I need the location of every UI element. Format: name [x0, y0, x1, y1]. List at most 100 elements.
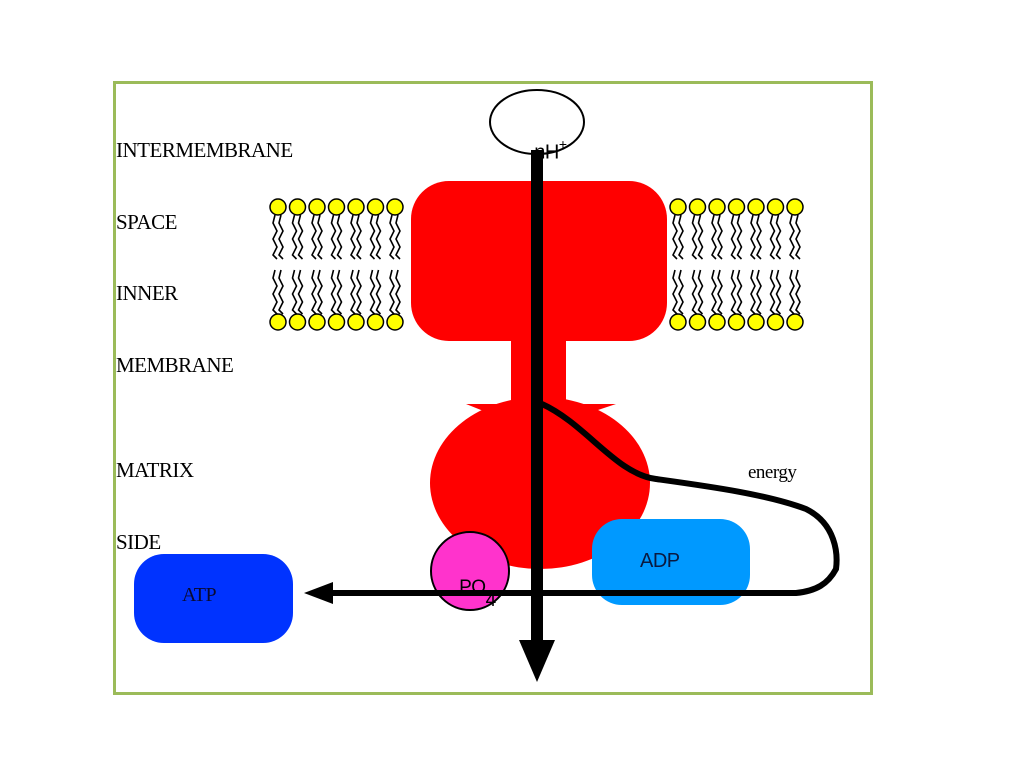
lipid-tail	[350, 269, 356, 315]
lipid-tail	[691, 269, 698, 315]
lipid-head	[288, 313, 307, 331]
label-matrix-line-2: SIDE	[116, 530, 161, 554]
lipid-tail	[795, 214, 801, 260]
phosphate-subscript: 4	[485, 590, 497, 611]
lipid-tail	[789, 269, 795, 315]
lipid-tail	[678, 269, 684, 315]
lipid-head	[747, 313, 765, 331]
arrow-head-to-atp	[304, 582, 333, 604]
lipid-head	[669, 198, 687, 216]
lipid-head	[669, 313, 687, 331]
lipid-bilayer-right	[669, 198, 804, 331]
energy-label: energy	[748, 462, 797, 483]
lipid-head	[308, 313, 326, 331]
label-matrix-line-1: MATRIX	[116, 458, 194, 482]
lipid-head	[688, 313, 707, 331]
label-intermembrane-space: INTERMEMBRANE SPACE	[116, 90, 293, 282]
lipid-head	[327, 198, 346, 216]
lipid-tail	[291, 214, 298, 260]
phosphate-base: PO	[459, 577, 486, 598]
lipid-tail	[278, 269, 284, 315]
label-inner-line-2: MEMBRANE	[116, 353, 234, 377]
lipid-head	[366, 198, 385, 216]
lipid-tail	[375, 214, 382, 260]
lipid-head	[766, 198, 785, 216]
lipid-tail	[750, 214, 756, 260]
lipid-tail	[395, 269, 401, 315]
lipid-tail	[756, 269, 762, 315]
lipid-tail	[711, 214, 717, 260]
lipid-head	[347, 313, 365, 331]
proton-channel-arrow-head	[519, 640, 555, 682]
lipid-head	[386, 198, 404, 216]
atp-molecule	[134, 554, 293, 643]
label-inner-membrane: INNER MEMBRANE	[116, 233, 234, 425]
lipid-tail	[730, 214, 737, 260]
lipid-tail	[336, 214, 343, 260]
adp-label: ADP	[640, 550, 680, 572]
lipid-tail	[297, 214, 304, 260]
lipid-tail	[356, 269, 362, 315]
proton-base: nH	[534, 141, 559, 164]
lipid-head	[727, 198, 746, 216]
lipid-tail	[369, 269, 376, 315]
lipid-head	[727, 313, 746, 331]
diagram-canvas	[134, 89, 840, 682]
lipid-tail	[736, 269, 743, 315]
lipid-tail	[395, 214, 401, 260]
lipid-tail	[795, 269, 801, 315]
lipid-head	[269, 313, 287, 331]
lipid-tail	[730, 269, 737, 315]
lipid-tail	[389, 214, 395, 260]
lipid-head	[308, 198, 326, 216]
lipid-tail	[691, 214, 698, 260]
lipid-head	[327, 313, 346, 331]
lipid-tail	[769, 269, 776, 315]
lipid-tail	[717, 269, 723, 315]
lipid-tail	[697, 214, 704, 260]
label-intermembrane-line-2: SPACE	[116, 210, 177, 234]
label-inner-line-1: INNER	[116, 281, 178, 305]
lipid-tail	[317, 214, 323, 260]
proton-charge: +	[558, 136, 567, 152]
atp-label: ATP	[182, 584, 217, 606]
lipid-head	[747, 198, 765, 216]
lipid-tail	[672, 269, 678, 315]
lipid-tail	[789, 214, 795, 260]
adp-molecule	[592, 519, 750, 605]
label-intermembrane-line-1: INTERMEMBRANE	[116, 138, 293, 162]
proton-label: nH+	[514, 110, 567, 189]
lipid-tail	[330, 214, 337, 260]
lipid-head	[766, 313, 785, 331]
lipid-tail	[369, 214, 376, 260]
lipid-tail	[297, 269, 304, 315]
lipid-tail	[736, 214, 743, 260]
lipid-head	[688, 198, 707, 216]
lipid-tail	[775, 269, 782, 315]
lipid-tail	[375, 269, 382, 315]
lipid-head	[708, 313, 726, 331]
lipid-tail	[672, 214, 678, 260]
energy-path	[321, 401, 840, 596]
diagram-frame: INTERMEMBRANE SPACE INNER MEMBRANE MATRI…	[113, 81, 873, 695]
lipid-head	[786, 313, 804, 331]
lipid-tail	[389, 269, 395, 315]
lipid-head	[386, 313, 404, 331]
lipid-bilayer-left	[269, 198, 404, 331]
lipid-tail	[272, 214, 278, 260]
lipid-tail	[336, 269, 343, 315]
lipid-tail	[769, 214, 776, 260]
lipid-head	[366, 313, 385, 331]
lipid-tail	[272, 269, 278, 315]
lipid-tail	[311, 269, 317, 315]
lipid-head	[269, 198, 287, 216]
lipid-head	[347, 198, 365, 216]
lipid-tail	[711, 269, 717, 315]
lipid-tail	[311, 214, 317, 260]
lipid-tail	[756, 214, 762, 260]
lipid-tail	[278, 214, 284, 260]
label-matrix-side: MATRIX SIDE	[116, 410, 194, 602]
lipid-head	[288, 198, 307, 216]
lipid-tail	[697, 269, 704, 315]
lipid-tail	[356, 214, 362, 260]
